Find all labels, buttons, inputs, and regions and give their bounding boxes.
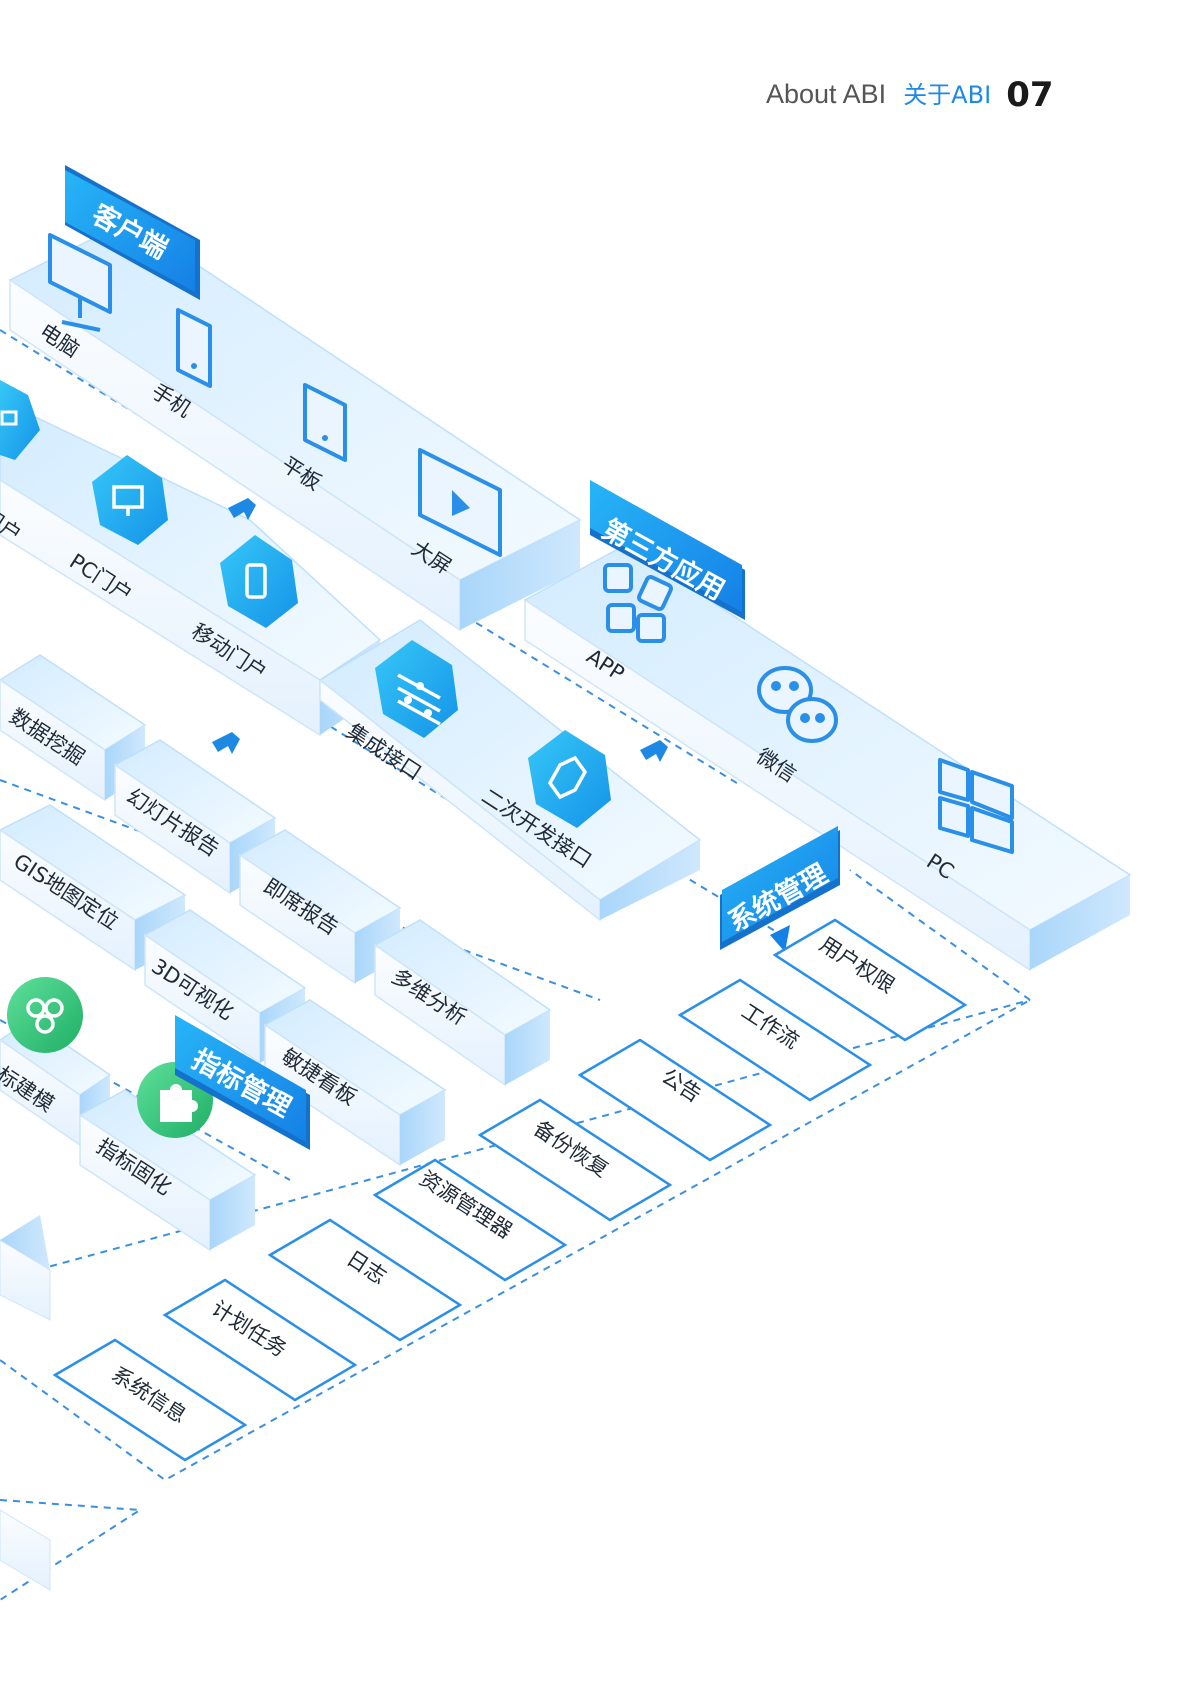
header-title-en: About ABI [766,79,887,109]
analysis-region-edge [0,779,601,1001]
system-box-system-info [52,1338,248,1462]
metric-tag: 指标管理 [175,1015,310,1150]
system-box-workflow [677,978,873,1102]
left-edge-blocks [0,1215,51,1591]
page-number: 07 [1006,75,1054,115]
arrow-up-right-icon-2 [212,732,240,754]
system-box-log [267,1218,463,1342]
phone-icon [176,308,212,388]
portal-icon [0,380,40,460]
app-grid-icon [603,563,673,643]
interface-slab-side [600,840,700,920]
system-box-scheduled-task [162,1278,358,1402]
system-box-announcement [577,1038,773,1162]
integration-interface-icon [375,640,458,738]
wechat-icon [757,666,838,743]
system-region-bottom-edge [0,999,1031,1482]
system-box-user-permission [772,918,968,1042]
tablet-icon [303,383,347,462]
analysis-blocks [0,654,552,1167]
system-region-right-edge [849,869,1031,1001]
big-screen-icon [418,448,502,557]
mobile-portal-icon [220,535,298,628]
system-box-resource-mgr [372,1158,568,1282]
pc-portal-icon [92,455,168,545]
system-box-backup [477,1098,673,1222]
client-slab-side [460,520,580,630]
arrow-up-right-icon-3 [640,740,668,762]
system-item-boxes [52,918,968,1462]
arrow-up-right-icon [228,498,256,520]
windows-icon [938,758,1014,854]
secondary-dev-interface-icon [528,730,611,828]
page-header: About ABI 关于ABI 07 [766,72,1054,115]
metric-blocks [0,1019,257,1252]
header-title-cn: 关于ABI [903,81,992,109]
modeling-icon [7,977,83,1053]
computer-icon [48,233,112,332]
third-party-slab-side [1030,875,1130,970]
